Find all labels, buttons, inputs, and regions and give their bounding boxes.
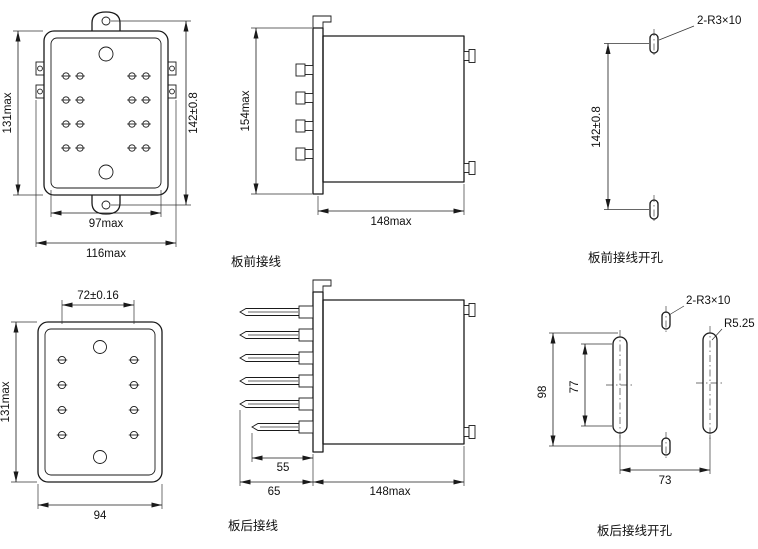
ear-hole-top — [101, 16, 111, 26]
note-slot-size: 2-R3×10 — [686, 295, 730, 307]
dim-blade-short: 55 — [251, 433, 314, 474]
rear-screw-bottom — [463, 161, 476, 175]
case-body — [322, 35, 465, 183]
small-slot-bottom — [661, 437, 671, 456]
rear-screw-top — [463, 49, 476, 63]
front-plate — [312, 27, 324, 195]
dim-front-width-inner: 97max — [50, 190, 162, 230]
terminal-blades — [239, 305, 314, 434]
dim-rear-height: 131max — [0, 321, 37, 483]
mounting-hole-bottom — [98, 164, 114, 180]
dim-label: 77 — [569, 381, 581, 394]
dim-side-height: 154max — [240, 27, 312, 195]
dim-front-hole-spacing: 142±0.8 — [111, 20, 200, 206]
slot-bottom — [649, 199, 659, 220]
case-outline — [43, 30, 169, 196]
mounting-hole-top — [98, 46, 114, 62]
rear-view: 72±0.16 131max 94 — [0, 290, 163, 522]
front-terminal-screws — [295, 63, 314, 161]
mounting-hole-top — [93, 340, 107, 354]
terminal-pins — [56, 355, 140, 440]
leader-line — [711, 328, 723, 341]
side-view-rear-wiring: 55 65 148max 板后接线 — [228, 279, 476, 533]
leader-line — [668, 305, 685, 316]
caption-front-wiring-holes: 板前接线开孔 — [588, 250, 664, 265]
dim-slot-length: 77 — [569, 343, 612, 427]
slot-top — [649, 33, 659, 54]
note-radius: R5.25 — [724, 318, 755, 330]
dim-label: 154max — [240, 90, 252, 131]
side-tab-hole — [169, 88, 175, 95]
dim-front-height-body: 131max — [2, 30, 43, 196]
caption-rear-wiring-holes: 板后接线开孔 — [597, 523, 673, 538]
dim-label: 98 — [537, 386, 549, 399]
dim-hole-spacing: 142±0.8 — [591, 43, 649, 210]
side-tab-hole — [169, 65, 175, 72]
dim-label: 94 — [94, 510, 107, 522]
top-bracket — [312, 15, 332, 28]
case-inner-outline — [50, 37, 162, 189]
dim-label: 131max — [2, 92, 14, 133]
dim-label: 65 — [268, 486, 281, 498]
dim-label: 55 — [277, 462, 290, 474]
side-view-front-wiring: 154max 148max 板前接线 — [231, 15, 476, 269]
dim-label: 148max — [370, 486, 411, 498]
mounting-ear-top — [91, 11, 121, 31]
dim-slot-spacing: 73 — [619, 435, 711, 487]
case-body — [322, 299, 465, 445]
rear-screw-top — [463, 303, 476, 317]
dim-rear-width: 94 — [37, 484, 163, 522]
dim-label: 131max — [0, 381, 12, 422]
hole-pattern-front: 2-R3×10 142±0.8 板前接线开孔 — [588, 15, 741, 265]
top-bracket — [312, 279, 332, 292]
dim-label: 148max — [371, 216, 412, 228]
rear-screw-bottom — [463, 425, 476, 439]
dim-label: 97max — [89, 218, 124, 230]
dim-holes-height-overall: 98 — [537, 332, 661, 447]
slot-left — [612, 336, 628, 434]
dim-pin-spacing: 72±0.16 — [61, 290, 135, 324]
caption-rear-wiring: 板后接线 — [228, 518, 279, 533]
slot-right — [702, 332, 718, 434]
dim-label: 72±0.16 — [77, 290, 119, 302]
side-tab-hole — [37, 65, 43, 72]
caption-front-wiring: 板前接线 — [231, 254, 282, 269]
dim-label: 142±0.8 — [591, 106, 603, 148]
front-plate — [312, 291, 324, 453]
case-inner-outline — [44, 328, 156, 476]
dim-label: 116max — [86, 248, 126, 260]
case-outline — [37, 321, 163, 483]
mounting-hole-bottom — [93, 450, 107, 464]
terminal-screws — [60, 72, 152, 152]
dim-label: 73 — [659, 475, 672, 487]
leader-line — [658, 25, 695, 41]
mounting-ear-bottom — [91, 195, 121, 215]
small-slot-top — [661, 311, 671, 330]
side-tab-hole — [37, 88, 43, 95]
dim-blade-long: 65 — [239, 410, 314, 498]
dim-side-depth: 148max — [317, 184, 465, 228]
note-slot-size: 2-R3×10 — [697, 15, 741, 27]
front-view: 131max 142±0.8 97max 116max — [2, 11, 200, 260]
dim-label: 142±0.8 — [188, 92, 200, 134]
hole-pattern-rear: 2-R3×10 R5.25 98 77 73 板后接线开孔 — [537, 295, 755, 538]
dim-front-width-outer: 116max — [35, 100, 177, 260]
ear-hole-bottom — [101, 200, 111, 210]
dim-side-depth: 148max — [313, 446, 465, 498]
